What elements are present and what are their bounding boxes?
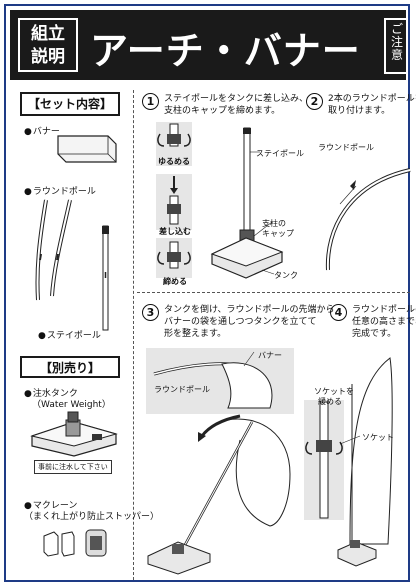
step-1-tighten-caption: 締める	[163, 277, 187, 286]
step-3-text-line1: タンクを倒け、ラウンドポールの先端から	[164, 305, 335, 315]
step-1-text-line2: 支柱のキャップを締めます。	[164, 106, 281, 116]
banner-illustration	[57, 135, 117, 163]
step-4-loosen-socket-caption-2: 緩める	[318, 397, 342, 406]
item-round-pole-label: ラウンドポール	[24, 184, 96, 197]
step-2-text-line1: 2本のラウンドポールを	[328, 94, 416, 104]
item-banner-label: バナー	[24, 124, 60, 137]
step-3-banner-caption: バナー	[258, 351, 282, 360]
step-3-round-pole-caption: ラウンドポール	[154, 385, 210, 394]
step-4-socket-caption: ソケット	[362, 433, 394, 442]
step-1-number: 1	[142, 93, 159, 110]
step-4-text-line2: 任意の高さまで収	[352, 317, 416, 327]
anti-flip-clip-illustration	[43, 529, 107, 557]
set-contents-heading: 【セット内容】	[20, 92, 120, 116]
step-4-text-line1: ラウンドポールの	[352, 305, 416, 315]
sold-separately-heading: 【別売り】	[20, 356, 120, 378]
column-divider	[133, 90, 134, 580]
step-3-text-line2: バナーの袋を通しつつタンクを立てて	[164, 317, 317, 327]
step-1-tank-caption: タンク	[274, 271, 298, 280]
step-4-text-line3: 完成です。	[352, 329, 397, 339]
step-1-illustration	[156, 122, 284, 279]
step-4-number: 4	[330, 304, 347, 321]
step-1-text-line1: ステイポールをタンクに差し込み、	[164, 94, 309, 104]
round-pole-illustration	[35, 199, 72, 301]
step-2-text-line2: 取り付けます。	[328, 106, 391, 116]
step-3-number: 3	[142, 304, 159, 321]
notice-tab: ご 注 意	[384, 18, 408, 74]
item-stay-pole-label: ステイポール	[38, 328, 101, 341]
step-1-cap-caption-1: 支柱の	[262, 219, 286, 228]
header-bar: 組立 説明 アーチ・バナー ご 注 意	[10, 10, 408, 80]
step-4-illustration	[304, 357, 393, 567]
step-1-loosen-caption: ゆるめる	[158, 157, 190, 166]
step-2-illustration	[325, 168, 411, 271]
row-divider	[137, 292, 410, 293]
stay-pole-illustration	[102, 225, 109, 331]
anti-flip-clip-sublabel: （まくれ上がり防止ストッパー）	[24, 512, 160, 522]
tank-prefill-note: 事前に注水して下さい	[34, 460, 112, 474]
step-1-insert-caption: 差し込む	[159, 227, 191, 236]
step-2-round-pole-caption: ラウンドポール	[318, 143, 374, 152]
step-1-cap-caption-2: キャップ	[262, 229, 294, 238]
step-3-illustration	[146, 348, 294, 575]
step-4-loosen-socket-caption-1: ソケットを	[314, 387, 354, 396]
page-title: アーチ・バナー	[90, 29, 361, 73]
water-tank-sublabel: （Water Weight）	[32, 400, 111, 410]
anti-flip-clip-label: マクレーン	[24, 498, 78, 511]
step-3-text-line3: 形を整えます。	[164, 329, 227, 339]
water-tank-illustration	[30, 411, 118, 457]
step-2-number: 2	[306, 93, 323, 110]
water-tank-label: 注水タンク	[24, 386, 78, 399]
assembly-guide-badge: 組立 説明	[18, 18, 78, 72]
step-1-stay-pole-caption: ステイポール	[256, 149, 304, 158]
